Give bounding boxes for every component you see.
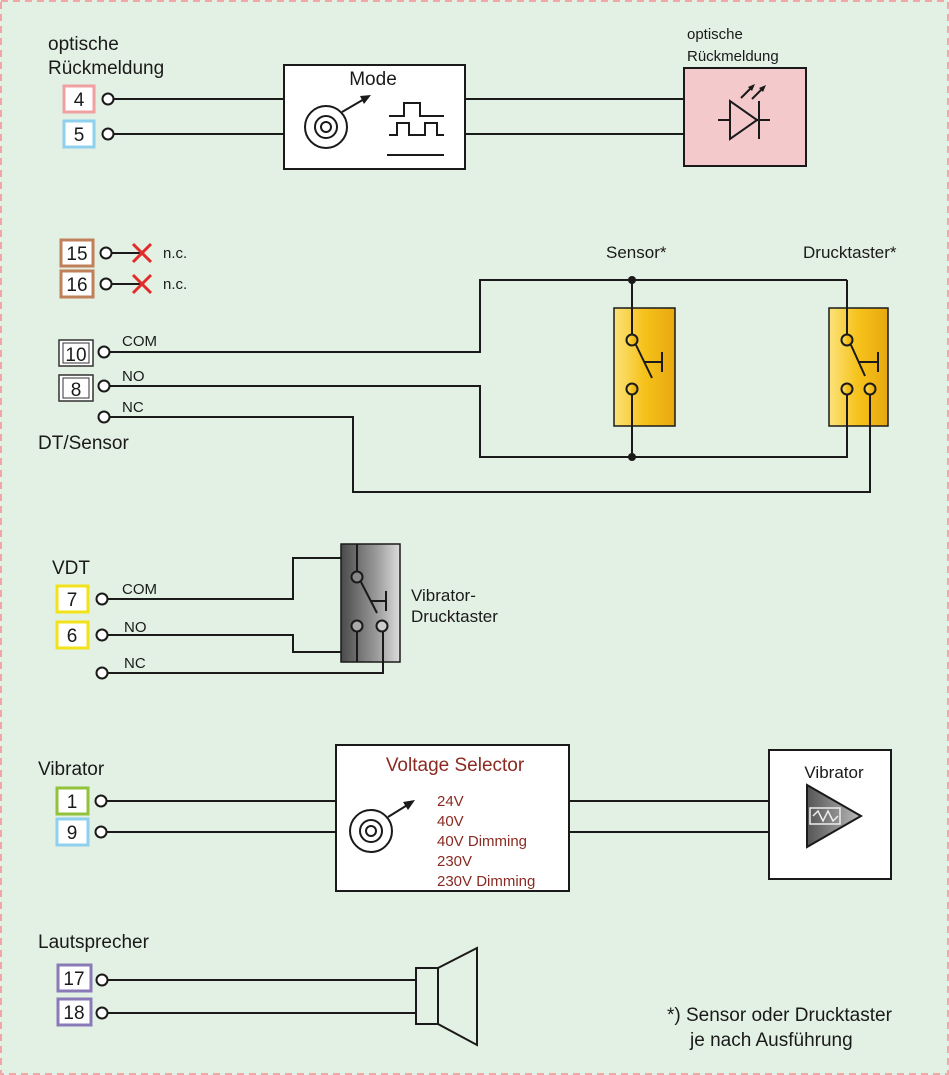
terminal-15: 15 <box>59 238 95 268</box>
terminal-15-label: 15 <box>66 244 87 265</box>
terminal-4-label: 4 <box>74 90 85 111</box>
led-label-line1: optische <box>687 26 743 43</box>
vdt-com-label: COM <box>122 581 157 598</box>
voltage-selector-title: Voltage Selector <box>386 755 525 776</box>
vibrator-device-box: Vibrator <box>768 749 892 880</box>
dt-com-label: COM <box>122 333 157 350</box>
lautsprecher-label: Lautsprecher <box>38 932 150 953</box>
led-box <box>683 67 807 167</box>
footnote-line2: je nach Ausführung <box>689 1030 853 1051</box>
terminal-4: 4 <box>62 84 96 114</box>
terminal-9: 9 <box>55 817 90 847</box>
drucktaster-label: Drucktaster* <box>803 243 897 262</box>
section-vibrator: Vibrator 1 9 Voltage Selector 24V 40V <box>38 744 892 892</box>
terminal-5: 5 <box>62 119 96 149</box>
terminal-10: 10 <box>58 339 94 367</box>
terminal-1: 1 <box>55 786 90 816</box>
terminal-16-label: 16 <box>66 275 87 296</box>
terminal-7: 7 <box>55 584 90 614</box>
voltage-option: 24V <box>437 793 464 810</box>
voltage-option: 230V <box>437 853 472 870</box>
footnote-line1: *) Sensor oder Drucktaster <box>667 1005 893 1026</box>
vdt-no-label: NO <box>124 619 147 636</box>
dt-nc-label: NC <box>122 399 144 416</box>
footnote: *) Sensor oder Drucktaster je nach Ausfü… <box>667 1005 893 1051</box>
speaker-icon <box>415 946 478 1047</box>
terminal-18-label: 18 <box>63 1003 84 1024</box>
sensor-label: Sensor* <box>606 243 667 262</box>
nc-cross-icon <box>131 242 153 264</box>
vdt-nc-label: NC <box>124 655 146 672</box>
section-vdt: VDT 7 6 COM NO NC <box>52 543 498 680</box>
led-label-line2: Rückmeldung <box>687 48 779 65</box>
terminal-18: 18 <box>56 997 93 1027</box>
dt-sensor-label: DT/Sensor <box>38 433 129 454</box>
nc-15-label: n.c. <box>163 245 187 262</box>
terminal-8-label: 8 <box>71 380 82 401</box>
terminal-5-label: 5 <box>74 125 85 146</box>
vibrator-section-label: Vibrator <box>38 759 105 780</box>
voltage-option: 40V <box>437 813 464 830</box>
dt-no-label: NO <box>122 368 145 385</box>
terminal-8: 8 <box>58 374 94 402</box>
junction-dot <box>628 453 636 461</box>
vdt-label: VDT <box>52 558 90 579</box>
terminal-10-label: 10 <box>65 345 86 366</box>
led-diode-icon <box>718 86 770 141</box>
sensor-switch <box>613 307 676 427</box>
voltage-option: 40V Dimming <box>437 833 527 850</box>
terminal-7-label: 7 <box>67 590 78 611</box>
vibrator-device-label: Vibrator <box>804 763 864 782</box>
terminal-9-label: 9 <box>67 823 78 844</box>
terminal-node <box>101 127 115 141</box>
mode-label: Mode <box>349 69 397 90</box>
nc-cross-icon <box>131 273 153 295</box>
section-optische-rueckmeldung: optische Rückmeldung 4 5 Mode <box>48 26 807 170</box>
mode-box: Mode <box>283 64 466 170</box>
section-lautsprecher: Lautsprecher 17 18 <box>38 932 478 1047</box>
vibrator-icon <box>806 783 864 849</box>
vibrator-drucktaster-label-line1: Vibrator- <box>411 586 476 605</box>
voltage-selector-box: Voltage Selector 24V 40V 40V Dimming 230… <box>335 744 570 892</box>
drucktaster-switch <box>828 307 889 427</box>
led-arrow <box>759 85 766 92</box>
terminal-6-label: 6 <box>67 626 78 647</box>
voltage-dial-icon <box>349 800 415 853</box>
terminal-6: 6 <box>55 620 90 650</box>
terminal-17-label: 17 <box>63 969 84 990</box>
vibrator-drucktaster-switch <box>340 543 401 663</box>
terminal-17: 17 <box>56 963 93 993</box>
junction-dot <box>628 276 636 284</box>
mode-dial-icon <box>304 95 371 149</box>
optisch-label-line1: optische <box>48 34 119 55</box>
nc-16-label: n.c. <box>163 276 187 293</box>
terminal-1-label: 1 <box>67 792 78 813</box>
led-arrow <box>748 84 755 91</box>
optisch-label-line2: Rückmeldung <box>48 58 164 79</box>
vibrator-drucktaster-label-line2: Drucktaster <box>411 607 498 626</box>
voltage-option: 230V Dimming <box>437 873 535 890</box>
signal-waveform-icon <box>387 102 444 156</box>
terminal-16: 16 <box>59 269 95 299</box>
section-dt-sensor: 15 16 n.c. n.c. 10 8 COM N <box>38 238 897 493</box>
terminal-node <box>101 92 115 106</box>
